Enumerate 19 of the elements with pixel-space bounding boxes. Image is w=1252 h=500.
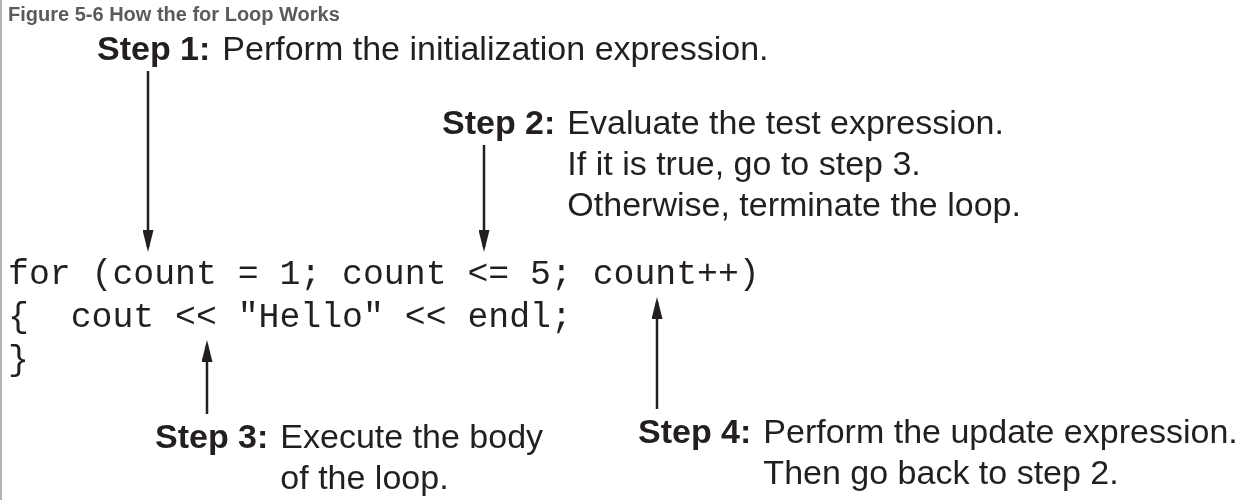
step-description: Perform the initialization expression. [222, 28, 769, 69]
step-description: Evaluate the test expression. [567, 102, 1005, 143]
step-heading: Step 3: [155, 416, 269, 457]
step-description: Perform the update expression. [763, 411, 1238, 452]
code-line: } [8, 339, 29, 382]
step-description: If it is true, go to step 3. [567, 143, 922, 184]
code-line: { cout << "Hello" << endl; [8, 296, 572, 339]
arrow [478, 145, 490, 252]
step-heading: Step 1: [97, 28, 211, 69]
step-description: Otherwise, terminate the loop. [567, 184, 1021, 225]
arrow [201, 340, 213, 414]
arrow [651, 297, 663, 409]
arrow [142, 71, 154, 252]
step-heading: Step 4: [638, 411, 752, 452]
step-heading: Step 2: [442, 102, 556, 143]
step-description: Then go back to step 2. [763, 452, 1120, 493]
step-description: Execute the body of the loop. [280, 416, 545, 498]
figure-title: Figure 5-6 How the for Loop Works [8, 2, 340, 26]
code-line: for (count = 1; count <= 5; count++) [8, 253, 760, 296]
